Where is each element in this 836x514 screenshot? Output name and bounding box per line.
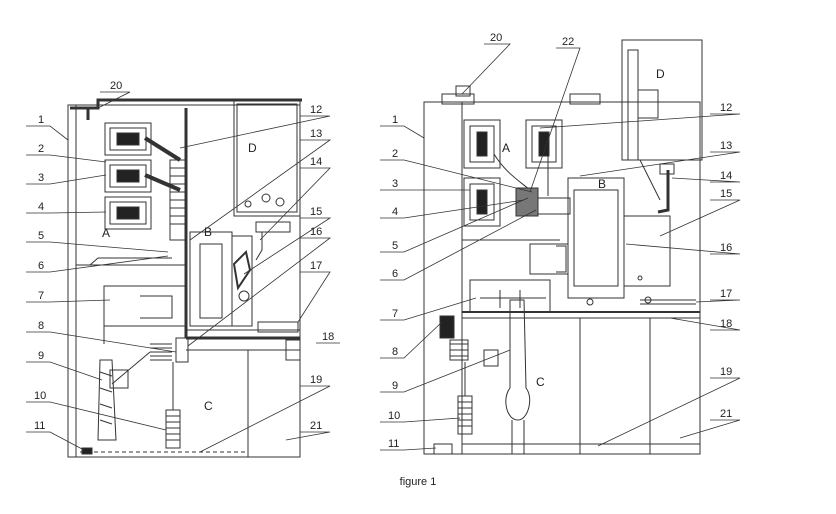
right-callout-7: 7 <box>392 308 398 320</box>
right-zone-c: C <box>536 375 545 389</box>
left-callout-6: 6 <box>38 260 44 272</box>
left-zone-b: B <box>204 225 212 239</box>
left-callout-8: 8 <box>38 320 44 332</box>
left-callout-21: 21 <box>310 420 322 432</box>
right-zone-a: A <box>502 141 510 155</box>
left-cabinet-view <box>67 98 302 458</box>
left-callout-9: 9 <box>38 350 44 362</box>
left-zone-c: C <box>204 399 213 413</box>
right-callout-5: 5 <box>392 240 398 252</box>
right-callout-22: 22 <box>562 36 574 48</box>
right-callout-20: 20 <box>490 32 502 44</box>
left-callout-7: 7 <box>38 290 44 302</box>
left-callout-18: 18 <box>322 331 334 343</box>
right-callout-2: 2 <box>392 148 398 160</box>
right-callout-6: 6 <box>392 268 398 280</box>
right-callout-21: 21 <box>720 408 732 420</box>
figure-caption: figure 1 <box>399 476 437 488</box>
right-zone-d: D <box>656 67 665 81</box>
left-callout-15: 15 <box>310 206 322 218</box>
left-zone-d: D <box>248 141 257 155</box>
right-callout-18: 18 <box>720 318 732 330</box>
right-callout-12: 12 <box>720 102 732 114</box>
right-zone-b: B <box>598 177 606 191</box>
right-callout-10: 10 <box>388 410 400 422</box>
left-callout-1: 1 <box>38 114 44 126</box>
left-zone-a: A <box>102 226 110 240</box>
left-callout-16: 16 <box>310 226 322 238</box>
right-cabinet-view <box>423 39 703 455</box>
left-callout-19: 19 <box>310 374 322 386</box>
left-view-labels: 1 2 3 4 5 6 7 8 9 10 11 12 13 14 15 16 1… <box>34 80 334 432</box>
left-callout-12: 12 <box>310 104 322 116</box>
left-callout-13: 13 <box>310 128 322 140</box>
left-callout-10: 10 <box>34 390 46 402</box>
right-callout-16: 16 <box>720 242 732 254</box>
left-callout-20: 20 <box>110 80 122 92</box>
right-callout-15: 15 <box>720 188 732 200</box>
right-callout-1: 1 <box>392 114 398 126</box>
right-callout-9: 9 <box>392 380 398 392</box>
right-callout-19: 19 <box>720 366 732 378</box>
right-callout-13: 13 <box>720 140 732 152</box>
right-callout-4: 4 <box>392 206 398 218</box>
left-callout-17: 17 <box>310 260 322 272</box>
left-callout-3: 3 <box>38 172 44 184</box>
right-callout-3: 3 <box>392 178 398 190</box>
right-callout-8: 8 <box>392 346 398 358</box>
left-callout-4: 4 <box>38 201 44 213</box>
right-callout-11: 11 <box>388 438 399 450</box>
left-callout-14: 14 <box>310 156 322 168</box>
right-view-labels: 1 2 3 4 5 6 7 8 9 10 11 20 22 12 13 14 1… <box>388 32 732 450</box>
left-callout-5: 5 <box>38 230 44 242</box>
right-callout-14: 14 <box>720 170 732 182</box>
right-callout-17: 17 <box>720 288 732 300</box>
leader-lines <box>26 43 741 453</box>
left-callout-11: 11 <box>34 420 45 432</box>
left-callout-2: 2 <box>38 143 44 155</box>
